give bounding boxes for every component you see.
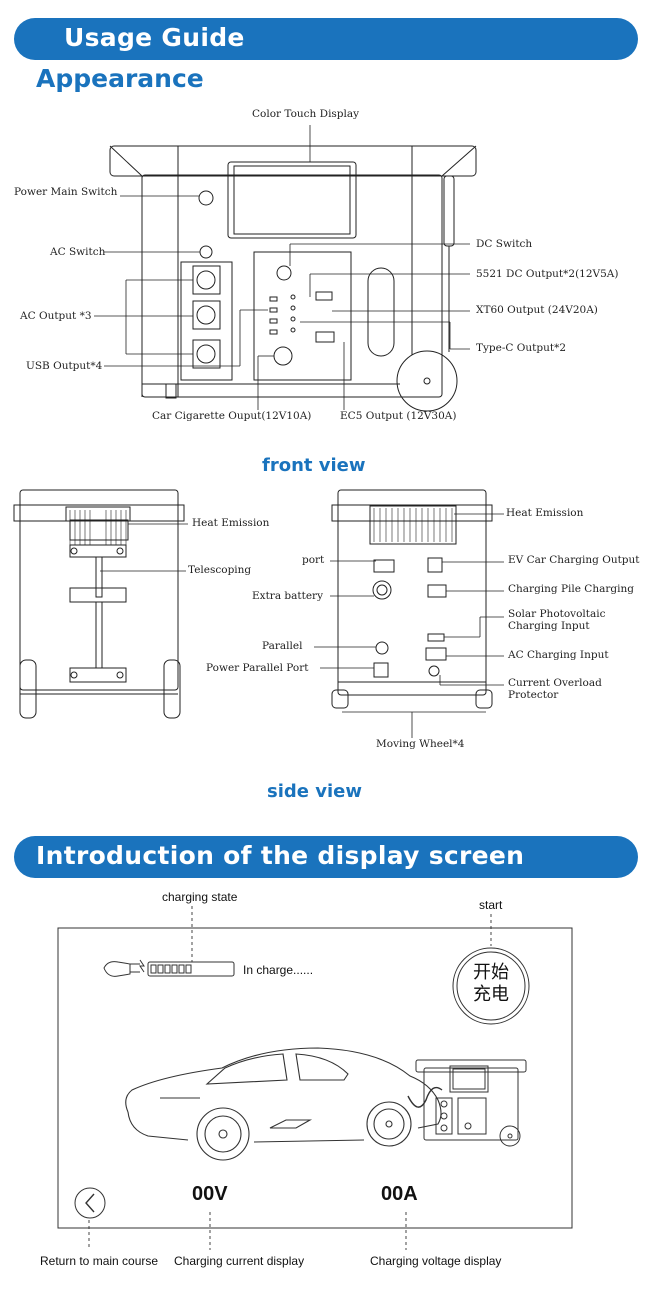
label-type-c-output: Type-C Output*2 — [476, 342, 567, 354]
label-ac-charging-input: AC Charging Input — [508, 649, 609, 661]
label-dc-switch: DC Switch — [476, 238, 533, 250]
in-charge-text: In charge...... — [243, 963, 314, 977]
battery-bar-icon — [147, 961, 235, 977]
back-button-shape — [74, 1187, 106, 1219]
label-heat-emission-left: Heat Emission — [192, 517, 270, 529]
charging-cable — [407, 1086, 443, 1108]
start-button-line1: 开始 — [473, 962, 509, 983]
label-charging-pile-charging: Charging Pile Charging — [508, 583, 634, 595]
label-telescoping: Telescoping — [188, 564, 252, 576]
charging-current-display-label: Charging current display — [174, 1254, 305, 1268]
side-view-right-drawing — [331, 489, 493, 709]
label-solar-pv-line1: Solar Photovoltaic — [508, 608, 606, 620]
label-parallel: Parallel — [262, 640, 303, 652]
label-ev-car-charging-output: EV Car Charging Output — [508, 554, 640, 566]
label-ac-output: AC Output *3 — [20, 310, 92, 322]
usage-guide-title: Usage Guide — [64, 23, 245, 52]
label-ac-switch: AC Switch — [50, 246, 106, 258]
label-port: port — [302, 554, 325, 566]
side-view-caption: side view — [267, 781, 362, 802]
front-view-leaders — [94, 125, 470, 410]
car-illustration — [125, 1047, 442, 1161]
back-button[interactable] — [75, 1188, 105, 1218]
side-view-leaders — [100, 513, 504, 738]
start-charging-button-shape — [452, 947, 530, 1025]
power-station-illustration — [415, 1059, 527, 1147]
label-solar-pv-line2: Charging Input — [508, 620, 590, 632]
current-value: 00A — [381, 1183, 418, 1205]
usage-guide-banner: Usage Guide — [14, 18, 638, 60]
label-power-main-switch: Power Main Switch — [14, 186, 118, 198]
front-view-drawing — [109, 145, 477, 412]
start-label: start — [479, 898, 503, 912]
display-leaders — [88, 906, 492, 1250]
charger-plug-icon — [103, 959, 145, 977]
charging-state-label: charging state — [162, 890, 238, 904]
display-intro-banner: Introduction of the display screen — [14, 836, 638, 878]
label-car-cigarette-output: Car Cigarette Ouput(12V10A) — [152, 410, 312, 422]
label-5521-dc-output: 5521 DC Output*2(12V5A) — [476, 268, 619, 280]
label-power-parallel-port: Power Parallel Port — [206, 662, 309, 674]
side-right-grille — [373, 508, 453, 542]
screen-frame — [57, 927, 573, 1229]
label-overload-line2: Protector — [508, 689, 559, 701]
start-button-line2: 充电 — [473, 984, 509, 1005]
voltage-value: 00V — [192, 1183, 228, 1205]
charging-voltage-display-label: Charging voltage display — [370, 1254, 502, 1268]
label-ec5-output: EC5 Output (12V30A) — [340, 410, 457, 422]
label-overload-line1: Current Overload — [508, 677, 602, 689]
return-main-course-label: Return to main course — [40, 1254, 159, 1268]
label-color-touch-display: Color Touch Display — [252, 108, 360, 120]
start-charging-button[interactable]: 开始 充电 — [471, 962, 511, 1006]
front-view-caption: front view — [262, 455, 366, 476]
side-left-grille — [69, 510, 127, 545]
label-extra-battery: Extra battery — [252, 590, 324, 602]
label-moving-wheel: Moving Wheel*4 — [376, 738, 465, 750]
display-intro-title: Introduction of the display screen — [36, 841, 525, 870]
label-heat-emission-right: Heat Emission — [506, 507, 584, 519]
appearance-title: Appearance — [36, 64, 204, 93]
label-usb-output: USB Output*4 — [26, 360, 103, 372]
label-xt60-output: XT60 Output (24V20A) — [476, 304, 598, 316]
